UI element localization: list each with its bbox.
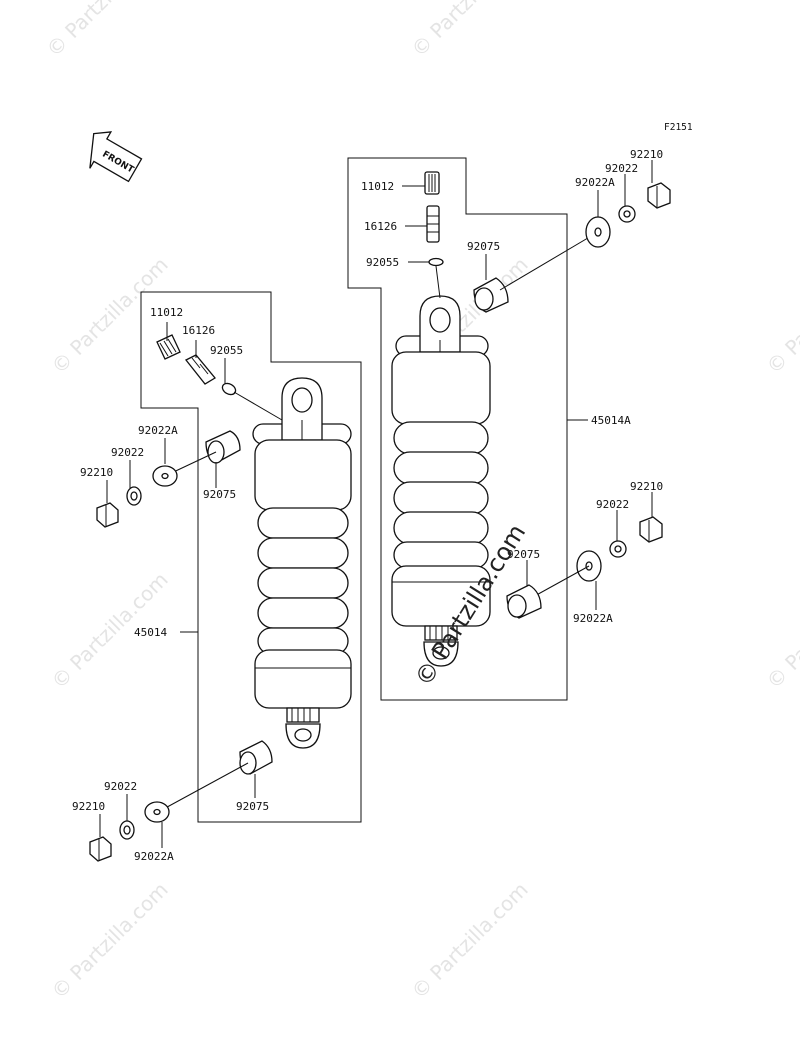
left-label-bushing-bottom: 92075 xyxy=(236,800,269,813)
left-shock-absorber-icon xyxy=(252,377,352,749)
right-label-lock-washer-bottom: 92022 xyxy=(596,498,629,511)
right-lock-washer-bottom-icon xyxy=(609,540,627,558)
left-o-ring-icon xyxy=(221,382,237,396)
left-label-nut-top: 92210 xyxy=(80,466,113,479)
left-valve-cap-icon xyxy=(156,334,181,360)
left-valve-icon xyxy=(184,354,216,385)
right-valve-cap-icon xyxy=(424,171,440,195)
left-washer-top-icon xyxy=(152,465,178,487)
left-label-washer-top: 92022A xyxy=(138,424,178,437)
left-nut-top-icon xyxy=(96,502,119,528)
left-bushing-bottom-icon xyxy=(239,740,273,775)
left-label-o-ring: 92055 xyxy=(210,344,243,357)
right-bushing-top-icon xyxy=(473,277,509,313)
watermark: © Partzilla.com xyxy=(762,567,800,693)
right-o-ring-icon xyxy=(428,257,444,267)
right-nut-bottom-icon xyxy=(639,516,663,543)
left-label-washer-bottom: 92022A xyxy=(134,850,174,863)
left-lock-washer-bottom-icon xyxy=(119,820,135,840)
watermark: © Partzilla.com xyxy=(47,877,173,1003)
right-label-washer-bottom: 92022A xyxy=(573,612,613,625)
left-assembly-frame xyxy=(140,291,362,823)
right-lock-washer-top-icon xyxy=(618,205,636,223)
right-label-bushing-bottom: 92075 xyxy=(507,548,540,561)
front-arrow-icon: FRONT xyxy=(89,131,143,183)
left-label-valve-cap: 11012 xyxy=(150,306,183,319)
left-nut-bottom-icon xyxy=(89,836,112,862)
right-label-nut-top: 92210 xyxy=(630,148,663,161)
right-assembly-frame xyxy=(347,157,568,701)
right-bushing-bottom-icon xyxy=(506,584,542,619)
diagram-code: F2151 xyxy=(664,122,693,133)
right-label-bushing-top: 92075 xyxy=(467,240,500,253)
right-label-o-ring: 92055 xyxy=(366,256,399,269)
left-label-nut-bottom: 92210 xyxy=(72,800,105,813)
left-label-assembly: 45014 xyxy=(134,626,167,639)
right-valve-icon xyxy=(426,205,440,243)
watermark: © Partzilla.com xyxy=(762,252,800,378)
right-label-assembly: 45014A xyxy=(591,414,631,427)
left-lock-washer-top-icon xyxy=(126,486,142,506)
right-label-nut-bottom: 92210 xyxy=(630,480,663,493)
right-washer-top-icon xyxy=(585,216,611,248)
watermark: © Partzilla.com xyxy=(407,0,533,62)
left-washer-bottom-icon xyxy=(144,801,170,823)
watermark: © Partzilla.com xyxy=(407,877,533,1003)
left-label-valve: 16126 xyxy=(182,324,215,337)
right-shock-absorber-icon xyxy=(391,295,491,667)
left-label-lock-washer-top: 92022 xyxy=(111,446,144,459)
left-label-bushing-top: 92075 xyxy=(203,488,236,501)
watermark: © Partzilla.com xyxy=(42,0,168,62)
right-label-washer-top: 92022A xyxy=(575,176,615,189)
right-label-valve-cap: 11012 xyxy=(361,180,394,193)
right-label-valve: 16126 xyxy=(364,220,397,233)
left-label-lock-washer-bottom: 92022 xyxy=(104,780,137,793)
right-nut-top-icon xyxy=(647,182,671,209)
left-bushing-top-icon xyxy=(205,430,241,464)
right-label-lock-washer-top: 92022 xyxy=(605,162,638,175)
